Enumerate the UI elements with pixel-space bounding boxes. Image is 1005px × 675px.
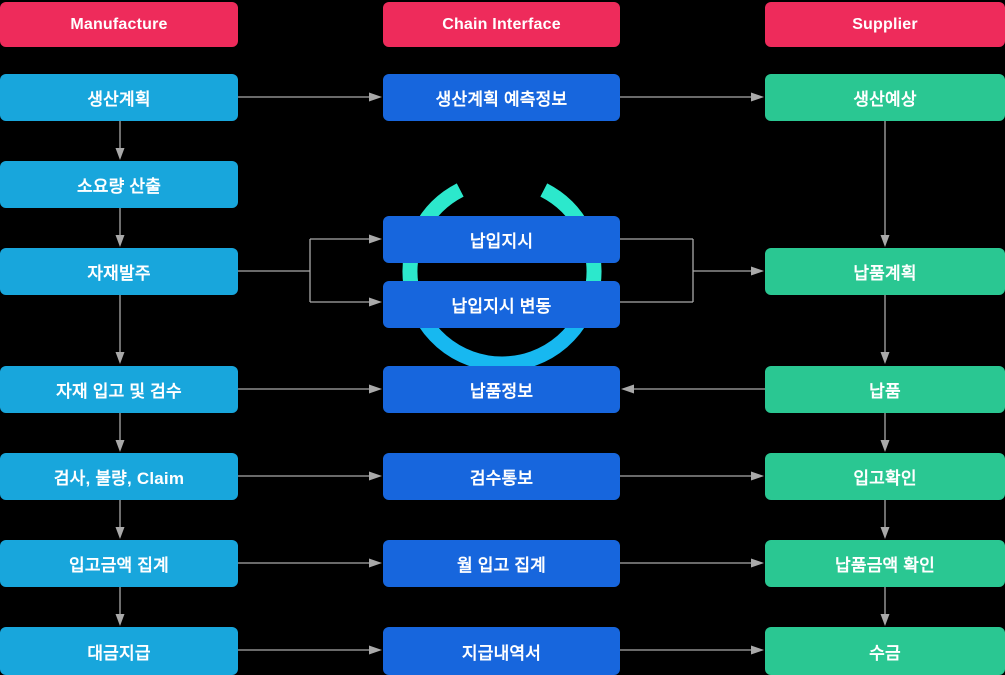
arrowhead-d-18 [115, 614, 125, 626]
flow-box-supplier-3: 입고확인 [765, 453, 1005, 500]
flow-box-manufacture-5: 입고금액 집계 [0, 540, 238, 587]
flow-box-supplier-2: 납품 [765, 366, 1005, 413]
arrowhead-r-9 [369, 558, 382, 568]
arrowhead-d-22 [880, 527, 890, 539]
arrowhead-r-1 [751, 92, 764, 102]
arrowhead-r-3 [369, 297, 382, 307]
flow-box-manufacture-3: 자재 입고 및 검수 [0, 366, 238, 413]
arrowhead-r-11 [369, 645, 382, 655]
flow-box-manufacture-2: 자재발주 [0, 248, 238, 295]
flow-box-supplier-1: 납품계획 [765, 248, 1005, 295]
flow-box-supplier-5: 수금 [765, 627, 1005, 675]
arrowhead-r-5 [369, 384, 382, 394]
arrowhead-l-6 [621, 384, 634, 394]
arrowhead-r-8 [751, 471, 764, 481]
arrowhead-d-15 [115, 352, 125, 364]
column-header-chain-interface: Chain Interface [383, 2, 620, 47]
arrowhead-d-19 [880, 235, 890, 247]
arrowhead-d-21 [880, 440, 890, 452]
arrowhead-r-12 [751, 645, 764, 655]
arrowhead-d-14 [115, 235, 125, 247]
flow-box-manufacture-6: 대금지급 [0, 627, 238, 675]
arrowhead-d-16 [115, 440, 125, 452]
flow-box-manufacture-0: 생산계획 [0, 74, 238, 121]
arrowhead-d-13 [115, 148, 125, 160]
column-header-supplier: Supplier [765, 2, 1005, 47]
arrowhead-r-0 [369, 92, 382, 102]
flow-box-supplier-4: 납품금액 확인 [765, 540, 1005, 587]
flow-box-manufacture-4: 검사, 불량, Claim [0, 453, 238, 500]
arrowhead-r-4 [751, 266, 764, 276]
flow-box-supplier-0: 생산예상 [765, 74, 1005, 121]
flow-box-chain-interface-4: 검수통보 [383, 453, 620, 500]
flow-box-chain-interface-5: 월 입고 집계 [383, 540, 620, 587]
flow-box-chain-interface-0: 생산계획 예측정보 [383, 74, 620, 121]
column-header-manufacture: Manufacture [0, 2, 238, 47]
flow-box-chain-interface-2: 납입지시 변동 [383, 281, 620, 328]
arrowhead-r-10 [751, 558, 764, 568]
flow-box-chain-interface-6: 지급내역서 [383, 627, 620, 675]
flow-box-manufacture-1: 소요량 산출 [0, 161, 238, 208]
arrowhead-d-17 [115, 527, 125, 539]
arrowhead-r-7 [369, 471, 382, 481]
flow-box-chain-interface-1: 납입지시 [383, 216, 620, 263]
arrowhead-r-2 [369, 234, 382, 244]
arrowhead-d-23 [880, 614, 890, 626]
flow-box-chain-interface-3: 납품정보 [383, 366, 620, 413]
arrowhead-d-20 [880, 352, 890, 364]
